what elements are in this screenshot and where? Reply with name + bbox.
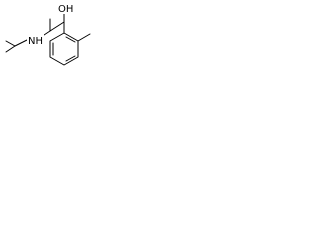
ring-double-bond-lower-right bbox=[65, 55, 76, 62]
bond-alpha-to-carbinol-carbon bbox=[49, 21, 65, 32]
benzene-ring bbox=[49, 32, 79, 66]
bond-isopropyl-to-nitrogen bbox=[14, 39, 28, 47]
hydroxyl-label-background bbox=[57, 2, 75, 14]
amine-label: NH bbox=[28, 36, 43, 47]
bond-isopropyl-methyl-top bbox=[5, 40, 16, 47]
bond-isopropyl-methyl-bottom bbox=[5, 45, 16, 53]
bond-ring-methyl bbox=[77, 33, 91, 42]
amine-label-background bbox=[27, 34, 44, 46]
molecule-structure-diagram: OH NH bbox=[5, 2, 91, 66]
hydroxyl-label: OH bbox=[58, 4, 73, 15]
ring-double-bond-upper-right bbox=[65, 36, 76, 43]
